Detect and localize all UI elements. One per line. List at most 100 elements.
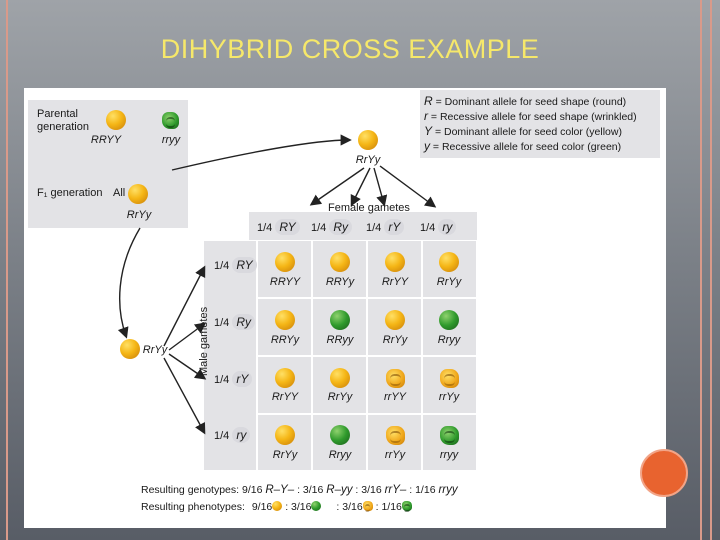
male-gamete-4: 1/4 ry: [214, 427, 251, 443]
offspring-genotype: rrYY: [384, 391, 406, 403]
f1-seed-icon: [128, 184, 148, 204]
offspring-genotype: rrYy: [384, 449, 406, 461]
genotype-fraction: 9/16: [242, 484, 263, 496]
key-symbol: Y: [424, 124, 433, 138]
ratio-separator: :: [409, 484, 413, 496]
parent-green-wrinkled-seed-icon: [162, 112, 179, 129]
genotype-class: rryy: [438, 484, 458, 496]
key-symbol: y: [424, 139, 430, 153]
offspring-green-round-seed-icon: [439, 310, 459, 330]
offspring-yellow-wrinkled-seed-icon: [386, 426, 405, 445]
gamete-label: rY: [384, 219, 405, 235]
offspring-yellow-round-seed-icon: [439, 252, 459, 272]
offspring-yellow-round-seed-icon: [330, 252, 350, 272]
offspring-yellow-round-seed-icon: [330, 368, 350, 388]
ratio-separator: :: [297, 484, 300, 496]
key-text: = Dominant allele for seed shape (round): [435, 96, 627, 108]
key-symbol: R: [424, 94, 433, 108]
offspring-genotype: RrYY: [271, 391, 299, 403]
gamete-fraction: 1/4: [311, 222, 327, 234]
offspring-genotype: RrYy: [436, 276, 462, 288]
key-line-4: y = Recessive allele for seed color (gre…: [424, 139, 621, 153]
gamete-label: RY: [275, 219, 300, 235]
parent-genotype-2: rryy: [161, 134, 181, 146]
offspring-yellow-round-seed-icon: [385, 252, 405, 272]
offspring-green-round-seed-icon: [330, 425, 350, 445]
resulting-phenotypes-label: Resulting phenotypes:: [141, 501, 245, 513]
female-gamete-1: 1/4 RY: [257, 219, 300, 235]
genotype-class: R–Y–: [265, 484, 295, 496]
slide-edge-line-right-2: [710, 0, 712, 540]
key-line-2: r = Recessive allele for seed shape (wri…: [424, 109, 637, 123]
slide-edge-line-right-1: [700, 0, 702, 540]
green-round-seed-icon: [311, 501, 322, 511]
f1-generation-label: F₁ generation: [37, 187, 103, 199]
male-parent-genotype: RrYy: [142, 344, 168, 356]
key-box: [420, 90, 660, 158]
female-parent-seed-icon: [358, 130, 378, 150]
gamete-fraction: 1/4: [214, 260, 230, 272]
green-wrinkled-seed-icon: [401, 501, 412, 512]
offspring-yellow-wrinkled-seed-icon: [440, 369, 459, 388]
offspring-genotype: Rryy: [437, 334, 461, 346]
gamete-label: RY: [232, 257, 257, 273]
offspring-genotype: RRYy: [325, 276, 355, 288]
gamete-fraction: 1/4: [214, 317, 230, 329]
phenotype-fraction: 1/16: [381, 501, 402, 513]
genotype-fraction: 3/16: [302, 484, 324, 496]
gamete-fraction: 1/4: [420, 222, 436, 234]
offspring-genotype: rryy: [439, 449, 459, 461]
offspring-genotype: RRYY: [269, 276, 301, 288]
key-line-1: R = Dominant allele for seed shape (roun…: [424, 94, 626, 108]
offspring-genotype: RrYy: [272, 449, 298, 461]
female-gamete-3: 1/4 rY: [366, 219, 405, 235]
cross-arrows: [117, 134, 476, 470]
offspring-genotype: RRyy: [326, 334, 354, 346]
key-text: = Recessive allele for seed shape (wrink…: [430, 111, 637, 123]
key-text: = Recessive allele for seed color (green…: [432, 141, 622, 153]
decorative-orange-circle: [640, 449, 688, 497]
gamete-label: rY: [232, 371, 253, 387]
resulting-phenotypes: Resulting phenotypes: 9/16 : 3/16 : 3/16…: [141, 501, 412, 513]
yellow-round-seed-icon: [272, 501, 283, 511]
ratio-separator: :: [285, 501, 289, 513]
resulting-genotypes-label: Resulting genotypes:: [141, 484, 240, 496]
ratio-separator: :: [355, 484, 359, 496]
phenotype-fraction: 9/16: [251, 501, 273, 513]
phenotype-fraction: 3/16: [291, 501, 312, 513]
phenotype-fraction: 3/16: [342, 501, 363, 513]
key-symbol: r: [424, 109, 428, 123]
parent-genotype-1: RRYY: [90, 134, 122, 146]
yellow-wrinkled-seed-icon: [362, 501, 373, 512]
offspring-genotype: Rryy: [328, 449, 352, 461]
gamete-label: ry: [438, 219, 457, 235]
genotype-fraction: 1/16: [415, 484, 436, 496]
offspring-genotype: RrYy: [327, 391, 353, 403]
gamete-label: Ry: [329, 219, 353, 235]
gamete-label: ry: [232, 427, 251, 443]
offspring-yellow-round-seed-icon: [275, 310, 295, 330]
parental-generation-label: Parental generation: [37, 108, 89, 133]
genotype-class: rrY–: [384, 484, 407, 496]
offspring-genotype: RrYy: [382, 334, 408, 346]
offspring-yellow-wrinkled-seed-icon: [386, 369, 405, 388]
slide-title: DIHYBRID CROSS EXAMPLE: [160, 34, 540, 64]
parent-yellow-round-seed-icon: [106, 110, 126, 130]
ratio-separator: :: [375, 501, 379, 513]
genotype-fraction: 3/16: [361, 484, 382, 496]
f1-all-label: All: [113, 187, 126, 199]
offspring-yellow-round-seed-icon: [275, 425, 295, 445]
female-gametes-label: Female gametes: [328, 202, 410, 214]
slide-edge-line-left: [6, 0, 8, 540]
gamete-fraction: 1/4: [366, 222, 382, 234]
female-gamete-2: 1/4 Ry: [311, 219, 353, 235]
key-text: = Dominant allele for seed color (yellow…: [434, 126, 622, 138]
offspring-genotype: RRYy: [270, 334, 300, 346]
male-gamete-1: 1/4 RY: [214, 257, 257, 273]
offspring-green-round-seed-icon: [330, 310, 350, 330]
offspring-genotype: RrYY: [381, 276, 409, 288]
offspring-green-wrinkled-seed-icon: [440, 426, 459, 445]
male-gamete-2: 1/4 Ry: [214, 314, 256, 330]
resulting-genotypes: Resulting genotypes: 9/16 R–Y– : 3/16 R–…: [141, 484, 458, 496]
gamete-label: Ry: [232, 314, 256, 330]
